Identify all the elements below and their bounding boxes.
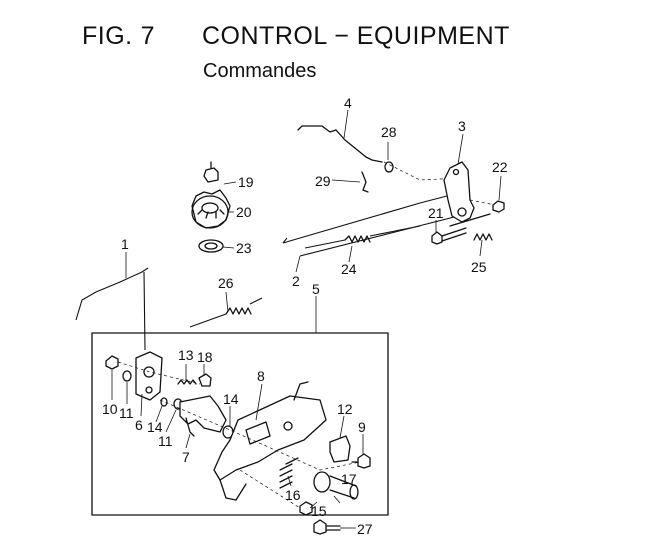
part-2-control-rod (282, 189, 471, 257)
part-24-rod-spring (304, 225, 421, 249)
callout-leaders (111, 109, 502, 529)
figure-subtitle: Commandes (203, 60, 317, 82)
callout-26: 26 (218, 275, 234, 291)
callout-18: 18 (197, 349, 213, 365)
part-13-spring (177, 379, 197, 385)
callout-14-b: 14 (223, 391, 239, 407)
callout-24: 24 (341, 261, 357, 277)
callout-1: 1 (121, 236, 129, 252)
callout-11-a: 11 (119, 405, 134, 421)
callout-22: 22 (492, 159, 508, 175)
figure-label: FIG. (82, 22, 133, 50)
part-4-rod (297, 125, 461, 181)
callout-14-a: 14 (147, 419, 163, 435)
callout-28: 28 (381, 124, 397, 140)
part-8-plate (213, 381, 327, 501)
part-14-washer-a (160, 397, 168, 407)
callout-16: 16 (285, 487, 301, 503)
part-21-bolt (431, 227, 467, 245)
callout-27: 27 (357, 521, 373, 537)
part-20-gear (191, 189, 231, 229)
part-17-collar (313, 471, 359, 500)
part-26-spring-rod (189, 297, 263, 328)
part-28-washer (384, 161, 394, 173)
figure-number: 7 (140, 22, 156, 50)
callout-8: 8 (257, 368, 265, 384)
callout-5: 5 (312, 281, 320, 297)
figure-heading: CONTROL − EQUIPMENT (202, 22, 510, 50)
part-15-nut (299, 501, 313, 516)
part-10-nut (105, 355, 119, 370)
callout-9: 9 (358, 419, 366, 435)
callout-25: 25 (471, 259, 487, 275)
part-12-clip (329, 435, 351, 463)
part-1-throttle-cable (75, 267, 149, 351)
callout-29: 29 (315, 173, 331, 189)
callout-13: 13 (178, 347, 194, 363)
callout-21: 21 (428, 205, 444, 221)
callout-15: 15 (311, 503, 327, 519)
part-29-pin (361, 171, 369, 193)
part-9-bolt (351, 453, 371, 469)
callout-23: 23 (236, 240, 252, 256)
part-22-nut (492, 200, 505, 213)
callout-4: 4 (344, 95, 352, 111)
callout-19: 19 (238, 174, 254, 190)
part-27-bolt (313, 519, 341, 535)
callout-12: 12 (337, 401, 353, 417)
part-23-washer (198, 239, 224, 253)
callout-labels: 1 2 3 4 5 6 7 8 9 10 11 11 12 13 14 14 1… (102, 95, 508, 537)
callout-6: 6 (135, 417, 143, 433)
part-11-washer-a (122, 370, 132, 382)
assembly-5-frame (91, 332, 389, 516)
callout-20: 20 (236, 204, 252, 220)
figure-title: FIG.7 CONTROL − EQUIPMENT (82, 22, 510, 51)
callout-3: 3 (458, 118, 466, 134)
callout-2: 2 (292, 273, 300, 289)
part-7-lever (179, 395, 227, 437)
part-18-screw (198, 373, 212, 387)
part-16-spring (279, 457, 299, 489)
callout-17: 17 (341, 471, 357, 487)
part-19-screw (203, 161, 219, 183)
callout-7: 7 (182, 449, 190, 465)
part-6-bracket (135, 351, 163, 401)
callout-10: 10 (102, 401, 118, 417)
callout-11-b: 11 (158, 433, 173, 449)
part-25-spring (473, 233, 493, 241)
